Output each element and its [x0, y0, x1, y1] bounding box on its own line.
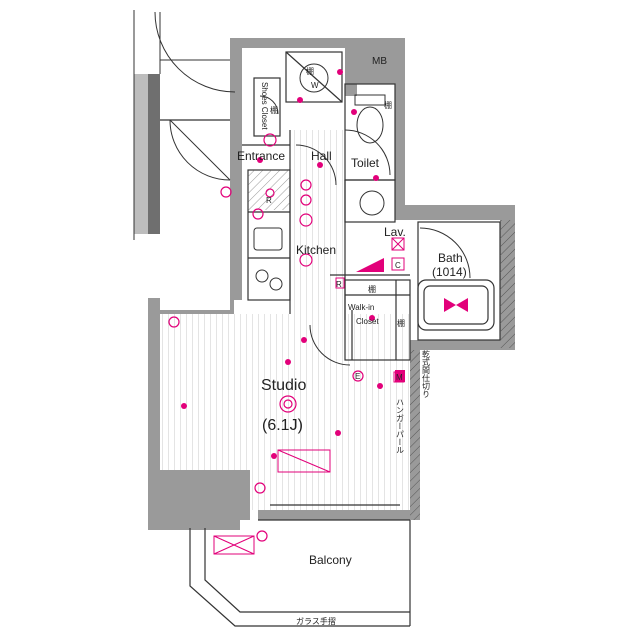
hall-label: Hall	[311, 149, 332, 163]
bath-label: Bath	[438, 251, 463, 265]
kitchen-label: Kitchen	[296, 243, 336, 257]
dryer-partition-label: 乾式間仕切り	[422, 349, 431, 398]
studio-size-label: (6.1J)	[262, 417, 303, 434]
bath-icon	[444, 298, 468, 312]
hatched-areas	[248, 170, 515, 520]
shoes-closet-label: Shoes Closet	[260, 82, 269, 130]
hanger-pole-label: ハンガーパール	[396, 398, 405, 454]
marker-m-label: M	[396, 373, 403, 382]
mb-label: MB	[372, 56, 387, 67]
toilet-label: Toilet	[351, 156, 380, 170]
bath-size-label: (1014)	[432, 265, 467, 279]
walkin-shelf2-label: 棚	[397, 318, 405, 328]
mb-shelf-label: 棚	[306, 66, 314, 76]
walkin-shelf-label: 棚	[368, 284, 376, 294]
exterior-lines	[133, 10, 236, 240]
lav-box-icon	[335, 237, 405, 383]
outlets	[181, 69, 405, 459]
kitchen-sink-icon	[253, 227, 283, 251]
fridge2-label: R	[336, 280, 342, 289]
lav-c-label: C	[395, 261, 401, 270]
lavatory-icon	[359, 190, 385, 216]
lav-label: Lav.	[384, 225, 406, 239]
studio-floor-lower	[250, 470, 410, 510]
studio-floor	[160, 314, 410, 470]
doors	[169, 95, 471, 366]
light-icons	[168, 133, 364, 542]
dark-walls	[134, 74, 160, 234]
walkin-label: Walk-in	[348, 303, 374, 312]
ac-units	[213, 449, 331, 555]
fridge-label: R	[266, 196, 272, 205]
closet-label: Closet	[356, 317, 379, 326]
studio-label: Studio	[261, 377, 306, 394]
stove-icon	[255, 269, 283, 291]
shoes-shelf-label: 棚	[270, 105, 278, 115]
toilet-shelf-label: 棚	[384, 100, 392, 110]
washer-icon	[299, 63, 329, 93]
glass-rail-label: ガラス手摺	[296, 616, 336, 626]
washer-label: W	[311, 81, 319, 90]
balcony-label: Balcony	[309, 553, 352, 567]
entrance-label: Entrance	[237, 149, 285, 163]
marker-e-label: E	[355, 372, 360, 381]
toilet-icon	[354, 94, 386, 144]
